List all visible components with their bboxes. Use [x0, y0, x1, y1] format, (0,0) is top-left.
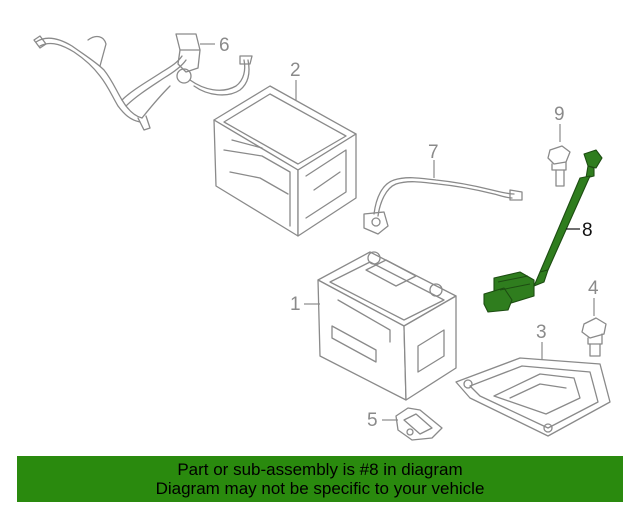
bolt-part-4: [581, 317, 607, 357]
callout-4: 4: [588, 278, 599, 299]
battery-sensor-cable-part-8: [483, 149, 603, 313]
callout-3: 3: [536, 322, 547, 343]
banner-line-part-note: Part or sub-assembly is #8 in diagram: [177, 460, 463, 479]
banner-line-disclaimer: Diagram may not be specific to your vehi…: [155, 479, 485, 498]
clamp-bracket-part-5: [395, 407, 443, 441]
callout-9: 9: [554, 104, 565, 125]
battery-cable-part-7: [363, 177, 523, 235]
callout-1: 1: [290, 294, 301, 315]
wiring-harness-part-6: [33, 33, 253, 131]
battery-part-1: [317, 251, 457, 401]
callout-6: 6: [219, 35, 230, 56]
battery-tray-part-3: [455, 357, 611, 437]
battery-box-part-2: [213, 85, 357, 237]
callout-8: 8: [582, 220, 593, 241]
callout-7: 7: [428, 142, 439, 163]
info-banner: Part or sub-assembly is #8 in diagram Di…: [17, 456, 623, 502]
callout-5: 5: [367, 410, 378, 431]
bolt-part-9: [547, 145, 571, 187]
callout-2: 2: [290, 60, 301, 81]
parts-diagram: 6 2 7 9 8: [33, 33, 611, 441]
